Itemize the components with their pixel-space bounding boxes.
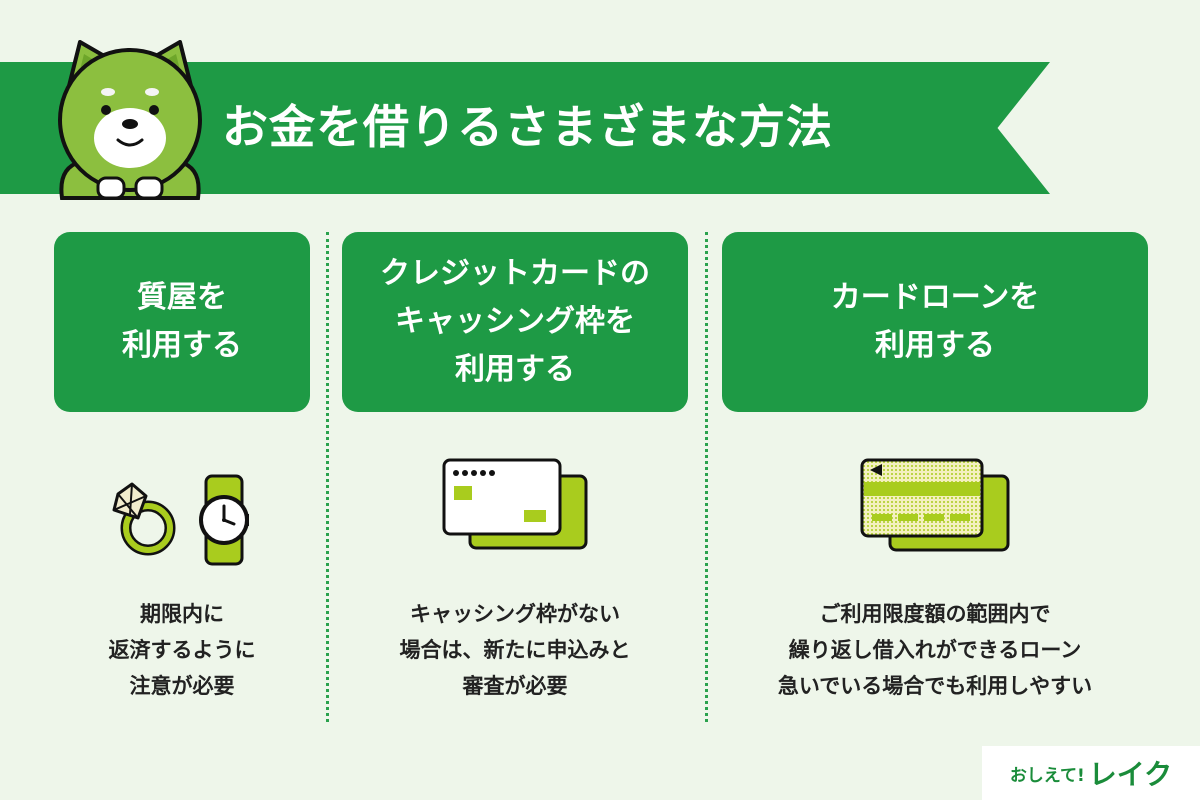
description-line: 審査が必要: [462, 674, 568, 698]
logo-name: レイク: [1088, 758, 1173, 791]
method-description: ご利用限度額の範囲内で 繰り返し借入れができるローン 急いでいる場合でも利用しや…: [718, 596, 1152, 704]
card-title-line: カードローンを: [830, 280, 1040, 315]
card-title-line: 質屋を: [137, 280, 227, 315]
description-line: ご利用限度額の範囲内で: [819, 602, 1051, 626]
ring-icon: [112, 482, 176, 556]
credit-card-icon: [442, 458, 588, 550]
loan-card-icon: [860, 458, 1010, 552]
logo-prefix: おしえて!: [1009, 765, 1085, 786]
method-card-pawnshop: 質屋を 利用する: [54, 232, 310, 412]
description-line: キャッシング枠がない: [410, 602, 620, 626]
card-title-line: 利用する: [455, 352, 575, 387]
method-card-card-loan: カードローンを 利用する: [722, 232, 1148, 412]
page-title: お金を借りるさまざまな方法: [222, 100, 833, 154]
description-line: 注意が必要: [129, 674, 235, 698]
description-line: 急いでいる場合でも利用しやすい: [777, 674, 1093, 698]
column-divider: [326, 232, 329, 722]
dog-mascot-icon: [58, 40, 202, 200]
brand-logo: おしえて! レイク: [982, 746, 1200, 800]
card-title-line: 利用する: [122, 328, 242, 363]
card-title-line: キャッシング枠を: [395, 304, 635, 339]
description-line: 場合は、新たに申込みと: [399, 638, 631, 662]
description-line: 繰り返し借入れができるローン: [788, 638, 1082, 662]
card-title-line: クレジットカードの: [380, 256, 650, 291]
description-line: 期限内に: [140, 602, 224, 626]
pawn-items-illustration: [112, 474, 249, 566]
method-description: 期限内に 返済するように 注意が必要: [54, 596, 310, 704]
method-card-credit-card-cashing: クレジットカードの キャッシング枠を 利用する: [342, 232, 688, 412]
watch-icon: [199, 474, 249, 566]
column-divider: [705, 232, 708, 722]
card-title-line: 利用する: [875, 328, 995, 363]
method-description: キャッシング枠がない 場合は、新たに申込みと 審査が必要: [340, 596, 690, 704]
description-line: 返済するように: [108, 638, 256, 662]
